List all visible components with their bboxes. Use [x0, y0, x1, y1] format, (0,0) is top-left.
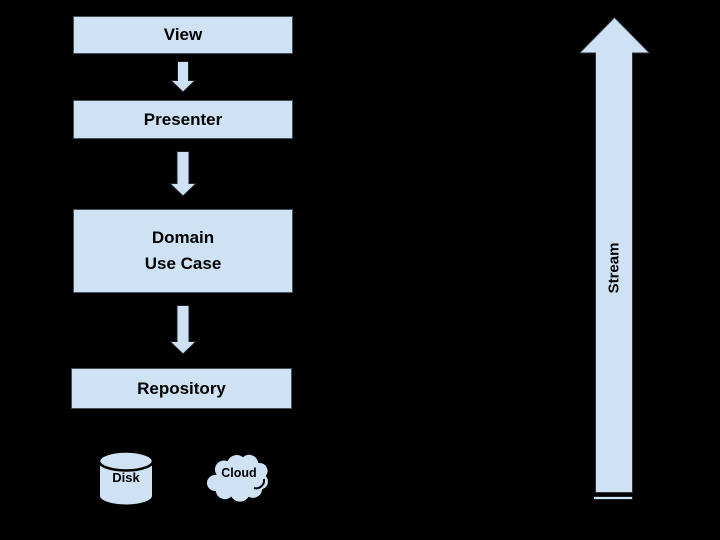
down-arrow-icon	[170, 61, 196, 93]
down-arrow-icon	[169, 151, 197, 197]
view-box-label: View	[163, 25, 203, 44]
cloud-icon	[205, 452, 270, 504]
repository-box: Repository	[71, 368, 292, 409]
stream-arrow-base-line	[593, 496, 633, 500]
disk-label: Disk	[112, 470, 140, 485]
view-box: View	[73, 16, 293, 54]
down-arrow-icon	[169, 305, 197, 355]
presenter-box-label: Presenter	[143, 109, 223, 129]
repository-box-label: Repository	[137, 378, 226, 398]
stream-up-arrow	[579, 17, 650, 493]
presenter-box: Presenter	[73, 100, 293, 139]
cloud-label: Cloud	[221, 466, 257, 480]
domain-use-case-box-label: Domain Use Case	[144, 228, 222, 273]
stream-arrow-label: Stream	[605, 242, 623, 294]
database-cylinder-icon	[97, 451, 155, 507]
domain-use-case-box: Domain Use Case	[73, 209, 293, 293]
